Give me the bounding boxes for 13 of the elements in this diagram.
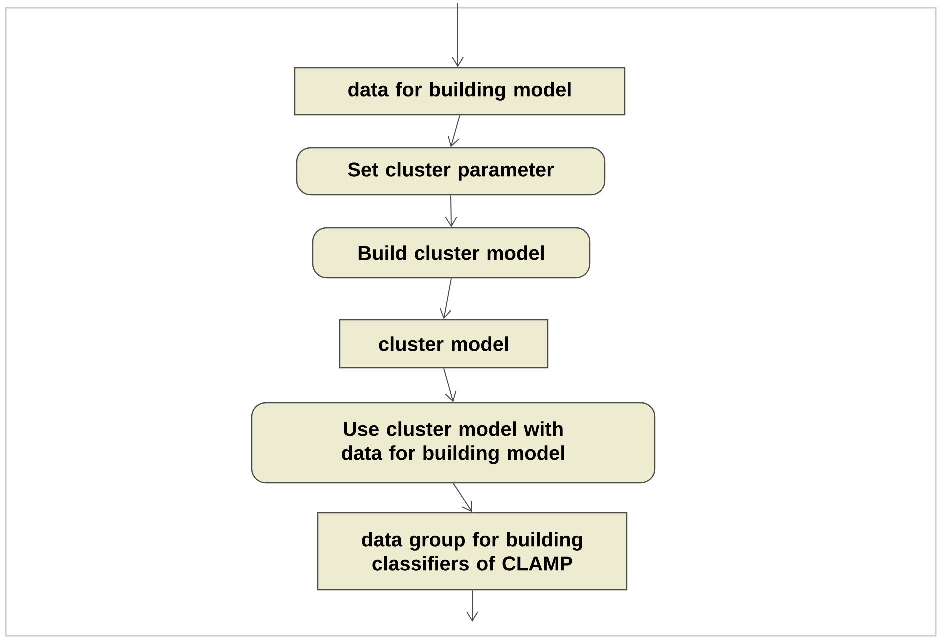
data-box: data group for building classifiers of CLAMP [317, 512, 628, 591]
data-box: data for building model [294, 67, 626, 116]
arrow [445, 195, 458, 228]
arrow [466, 590, 478, 622]
action-box: Use cluster model with data for building model [251, 402, 656, 484]
arrow [453, 483, 472, 512]
arrow [448, 115, 460, 148]
data-box: cluster model [339, 319, 549, 369]
arrow [444, 368, 457, 402]
arrow [452, 2, 464, 68]
action-box: Build cluster model [312, 227, 591, 279]
arrow [440, 278, 452, 320]
action-box: Set cluster parameter [296, 147, 606, 196]
